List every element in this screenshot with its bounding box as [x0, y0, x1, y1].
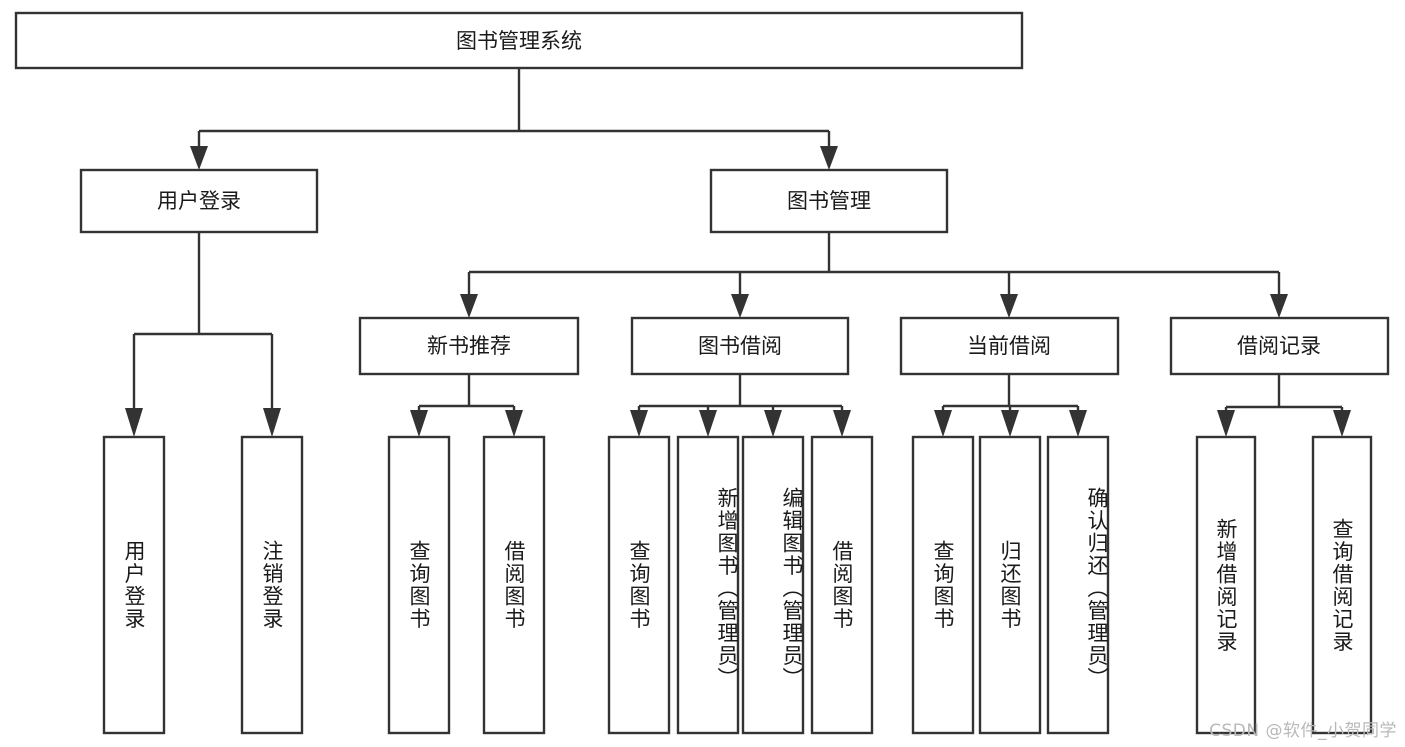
leaf-box-borrow-book-1[interactable]	[482, 435, 546, 735]
leaf-box-edit-book[interactable]	[741, 435, 805, 735]
arrowhead-book-borrow	[731, 294, 749, 318]
node-current-borrow-box[interactable]	[899, 316, 1120, 376]
arrowhead-leaf-borrow-book-2	[833, 410, 851, 437]
leaf-box-query-borrow-record[interactable]	[1311, 435, 1373, 735]
node-root-label: 图书管理系统	[456, 29, 582, 53]
arrowhead-leaf-edit-book	[764, 410, 782, 437]
leaf-box-return-book[interactable]	[978, 435, 1042, 735]
arrowhead-leaf-logout	[263, 408, 281, 437]
node-root-box[interactable]	[14, 11, 1024, 70]
node-new-book-recommend-box[interactable]	[358, 316, 580, 376]
arrowhead-leaf-confirm-return	[1069, 410, 1087, 437]
leaf-box-add-borrow-record[interactable]	[1195, 435, 1257, 735]
leaf-box-query-book-1[interactable]	[387, 435, 451, 735]
leaf-box-query-book-2[interactable]	[607, 435, 671, 735]
leaf-box-add-book[interactable]	[676, 435, 740, 735]
leaf-box-logout[interactable]	[240, 435, 304, 735]
node-book-management-box[interactable]	[709, 168, 949, 234]
arrowhead-borrow-record	[1270, 294, 1288, 318]
leaf-box-user-login[interactable]	[102, 435, 166, 735]
arrowhead-leaf-user-login	[125, 408, 143, 437]
arrowhead-leaf-query-book-2	[630, 410, 648, 437]
node-book-borrow-label: 图书借阅	[698, 334, 782, 358]
node-user-login-box[interactable]	[79, 168, 319, 234]
leaf-box-borrow-book-2[interactable]	[810, 435, 874, 735]
arrowhead-leaf-query-book-1	[410, 410, 428, 437]
arrowhead-leaf-query-book-3	[934, 410, 952, 437]
leaf-box-query-book-3[interactable]	[911, 435, 975, 735]
node-borrow-record-label: 借阅记录	[1237, 334, 1321, 358]
arrowhead-leaf-add-book	[699, 410, 717, 437]
arrowhead-leaf-borrow-book-1	[505, 410, 523, 437]
watermark-text: CSDN @软件_小贺同学	[1209, 721, 1397, 741]
node-book-management-label: 图书管理	[787, 189, 871, 213]
arrowhead-current-borrow	[1000, 294, 1018, 318]
node-borrow-record-box[interactable]	[1169, 316, 1390, 376]
node-user-login-label: 用户登录	[157, 189, 241, 213]
node-new-book-recommend-label: 新书推荐	[427, 334, 511, 358]
nodes-layer: 图书管理系统 用户登录 图书管理 新书推荐 图书借阅 当前借阅 借阅记录	[14, 11, 1390, 735]
node-current-borrow-label: 当前借阅	[967, 334, 1051, 358]
arrowhead-user-login	[190, 146, 208, 170]
arrowhead-leaf-add-record	[1217, 410, 1235, 437]
leaf-box-confirm-return[interactable]	[1046, 435, 1110, 735]
arrowhead-book-mgmt	[820, 146, 838, 170]
node-book-borrow-box[interactable]	[630, 316, 850, 376]
arrowhead-leaf-query-record	[1333, 410, 1351, 437]
arrowhead-leaf-return-book	[1001, 410, 1019, 437]
arrowhead-newbook-rec	[460, 294, 478, 318]
connectors-layer	[125, 68, 1351, 437]
